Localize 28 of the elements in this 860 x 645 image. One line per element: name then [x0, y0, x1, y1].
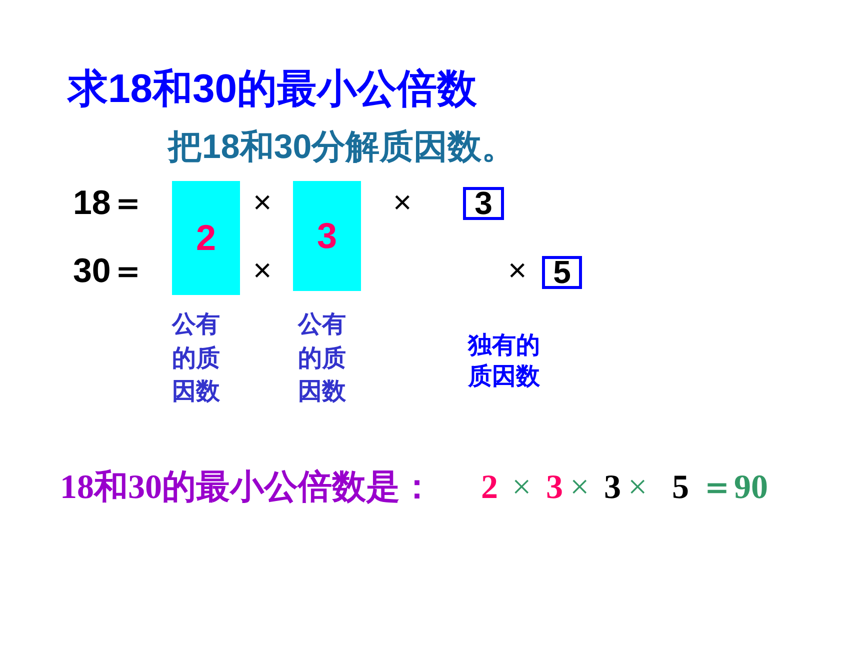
- operator-symbol: ×: [393, 184, 412, 221]
- number-box: [463, 187, 504, 220]
- operator-symbol: ×: [253, 184, 272, 221]
- number-text: 3: [474, 185, 492, 222]
- subtitle: 把18和30分解质因数。: [168, 128, 516, 168]
- result-number: 3: [546, 468, 563, 508]
- number-box: [293, 181, 361, 291]
- operator-symbol: ×: [508, 252, 527, 289]
- number-box: [172, 181, 240, 295]
- caption-text: 独有的质因数: [468, 331, 541, 392]
- operator-symbol: ×: [512, 468, 532, 508]
- result-text: 18和30的最小公倍数是：: [60, 468, 434, 508]
- number-box: [542, 256, 582, 289]
- title: 求18和30的最小公倍数: [68, 66, 477, 112]
- operator-symbol: ×: [253, 252, 272, 289]
- equation-label: 30＝: [73, 252, 145, 292]
- equation-label: 18＝: [73, 184, 145, 224]
- operator-symbol: ×: [628, 468, 648, 508]
- caption-text: 公有的质因数: [298, 310, 347, 408]
- number-text: 5: [553, 254, 571, 291]
- number-text: 3: [316, 215, 338, 257]
- result-number: 2: [481, 468, 498, 508]
- result-number: ＝90: [700, 468, 768, 508]
- result-number: 3: [604, 468, 621, 508]
- caption-text: 公有的质因数: [172, 310, 221, 408]
- result-number: 5: [672, 468, 689, 508]
- number-text: 2: [196, 217, 216, 259]
- operator-symbol: ×: [570, 468, 590, 508]
